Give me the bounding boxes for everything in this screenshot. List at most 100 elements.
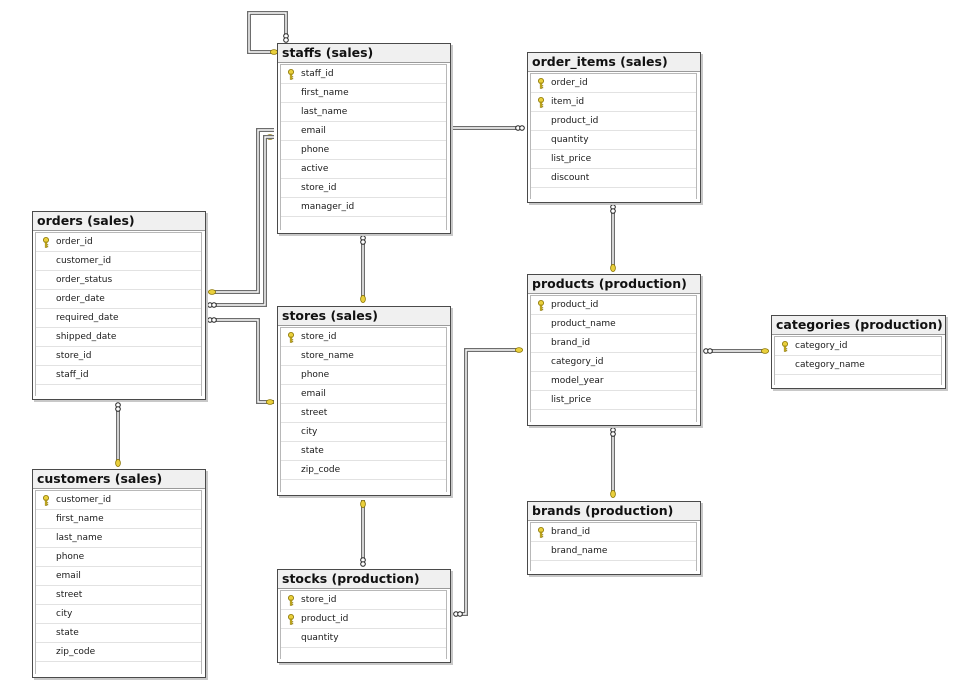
column-row[interactable]: first_name xyxy=(36,510,201,529)
relationship-line-orders-staffs-2[interactable] xyxy=(211,135,274,307)
column-row[interactable]: required_date xyxy=(36,309,201,328)
column-name: store_id xyxy=(301,332,337,342)
column-row[interactable]: email xyxy=(36,567,201,586)
column-row[interactable]: email xyxy=(281,122,446,141)
column-name: order_id xyxy=(56,237,93,247)
column-row[interactable]: store_name xyxy=(281,347,446,366)
column-row[interactable]: list_price xyxy=(531,391,696,410)
column-row[interactable]: order_id xyxy=(531,74,696,93)
column-row[interactable]: model_year xyxy=(531,372,696,391)
column-row[interactable]: product_id xyxy=(531,112,696,131)
column-name: category_id xyxy=(795,341,848,351)
many-end-marker xyxy=(360,561,366,567)
column-name: staff_id xyxy=(301,69,334,79)
column-row[interactable]: product_id xyxy=(281,610,446,629)
column-row[interactable]: phone xyxy=(281,366,446,385)
many-end-marker xyxy=(283,37,289,43)
column-row[interactable]: order_id xyxy=(36,233,201,252)
column-name: state xyxy=(301,446,324,456)
column-row[interactable]: discount xyxy=(531,169,696,188)
column-name: phone xyxy=(56,552,85,562)
column-row[interactable]: store_id xyxy=(281,328,446,347)
key-end-marker xyxy=(610,263,616,272)
column-row[interactable]: order_status xyxy=(36,271,201,290)
column-row[interactable]: order_date xyxy=(36,290,201,309)
column-row[interactable]: email xyxy=(281,385,446,404)
many-end-marker xyxy=(211,302,217,308)
column-row[interactable]: manager_id xyxy=(281,198,446,217)
column-row[interactable]: product_name xyxy=(531,315,696,334)
many-end-marker xyxy=(115,406,121,412)
column-row[interactable]: product_id xyxy=(531,296,696,315)
column-row[interactable]: brand_name xyxy=(531,542,696,561)
column-row[interactable]: state xyxy=(281,442,446,461)
column-name: quantity xyxy=(551,135,589,145)
relationship-line-staffs-self[interactable] xyxy=(247,11,288,54)
column-row[interactable]: street xyxy=(281,404,446,423)
column-row[interactable]: active xyxy=(281,160,446,179)
column-row[interactable]: quantity xyxy=(531,131,696,150)
table-title: order_items (sales) xyxy=(528,53,700,72)
table-title: categories (production) xyxy=(772,316,945,335)
primary-key-icon xyxy=(288,69,294,80)
key-end-marker xyxy=(610,489,616,498)
column-row[interactable]: last_name xyxy=(36,529,201,548)
column-name: first_name xyxy=(56,514,104,524)
column-row[interactable]: customer_id xyxy=(36,491,201,510)
column-row[interactable]: shipped_date xyxy=(36,328,201,347)
column-row[interactable]: phone xyxy=(36,548,201,567)
column-row[interactable]: store_id xyxy=(281,179,446,198)
relationship-line-orders-stores[interactable] xyxy=(211,318,274,404)
column-row[interactable]: phone xyxy=(281,141,446,160)
column-row[interactable]: category_name xyxy=(775,356,941,375)
column-row[interactable]: brand_id xyxy=(531,334,696,353)
column-row[interactable]: staff_id xyxy=(36,366,201,385)
column-name: street xyxy=(56,590,83,600)
column-name: item_id xyxy=(551,97,585,107)
column-row[interactable]: state xyxy=(36,624,201,643)
column-row[interactable]: zip_code xyxy=(281,461,446,480)
column-name: product_id xyxy=(301,614,349,624)
column-row[interactable]: customer_id xyxy=(36,252,201,271)
column-row[interactable]: list_price xyxy=(531,150,696,169)
column-row[interactable]: street xyxy=(36,586,201,605)
column-row[interactable]: first_name xyxy=(281,84,446,103)
column-row[interactable]: item_id xyxy=(531,93,696,112)
column-row[interactable]: city xyxy=(281,423,446,442)
column-name: product_id xyxy=(551,116,599,126)
column-row[interactable]: zip_code xyxy=(36,643,201,662)
column-name: state xyxy=(56,628,79,638)
column-name: first_name xyxy=(301,88,349,98)
table-title: customers (sales) xyxy=(33,470,205,489)
column-row[interactable]: staff_id xyxy=(281,65,446,84)
table-title: stocks (production) xyxy=(278,570,450,589)
column-name: list_price xyxy=(551,154,592,164)
column-row[interactable]: quantity xyxy=(281,629,446,648)
column-row[interactable]: city xyxy=(36,605,201,624)
key-end-marker xyxy=(360,499,366,508)
column-name: last_name xyxy=(56,533,103,543)
relationship-line-stocks-products[interactable] xyxy=(456,348,520,616)
column-row[interactable]: category_id xyxy=(531,353,696,372)
relationship-line-orders-staffs[interactable] xyxy=(211,128,274,294)
column-row[interactable]: store_id xyxy=(281,591,446,610)
column-row[interactable]: last_name xyxy=(281,103,446,122)
column-row[interactable]: category_id xyxy=(775,337,941,356)
primary-key-icon xyxy=(43,495,49,506)
column-row[interactable]: brand_id xyxy=(531,523,696,542)
many-end-marker xyxy=(519,125,525,131)
column-row[interactable]: store_id xyxy=(36,347,201,366)
